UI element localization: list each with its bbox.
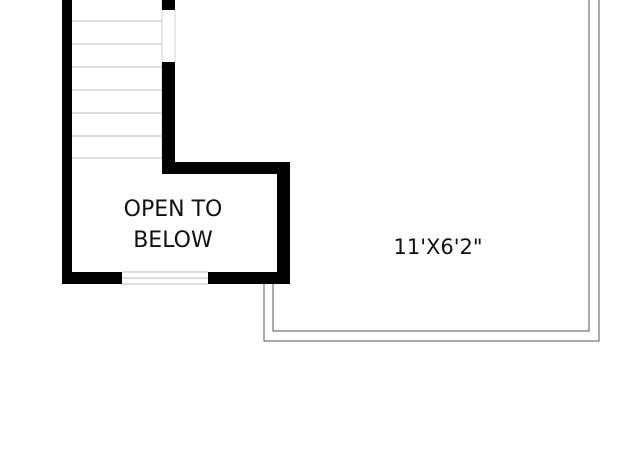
stair-treads: [72, 20, 162, 159]
room-dimensions-label: 11'X6'2": [393, 235, 482, 259]
room-outline: [263, 0, 600, 342]
open-to-below-label-line2: BELOW: [133, 228, 213, 253]
railing-opening: [122, 271, 208, 285]
walls: [62, 0, 290, 284]
open-to-below-label-line1: OPEN TO: [124, 197, 223, 222]
